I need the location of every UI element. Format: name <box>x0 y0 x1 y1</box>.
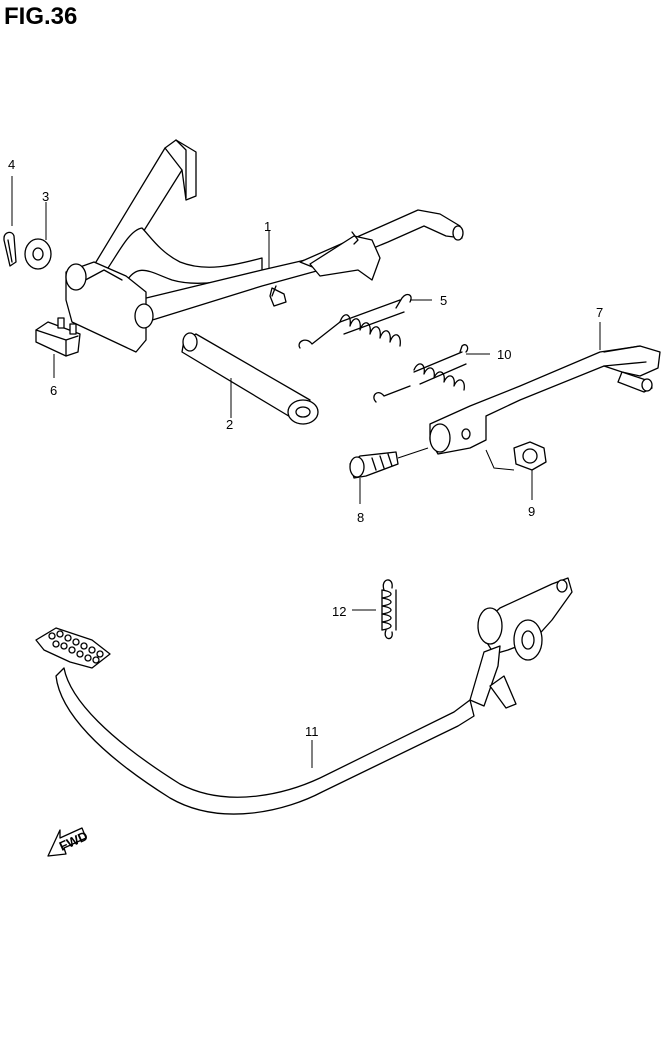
callout-2: 2 <box>226 417 233 432</box>
callout-labels: 1 2 3 4 5 6 7 8 9 10 11 12 <box>8 157 603 739</box>
callout-9: 9 <box>528 504 535 519</box>
part-nut <box>485 441 547 500</box>
callout-8: 8 <box>357 510 364 525</box>
part-pivot-shaft <box>181 332 319 425</box>
part-cotter-pin <box>3 176 17 267</box>
callout-10: 10 <box>497 347 511 362</box>
callout-3: 3 <box>42 189 49 204</box>
callout-11: 11 <box>305 724 319 739</box>
callout-7: 7 <box>596 305 603 320</box>
figure-title: FIG.36 <box>4 3 78 30</box>
part-spring-5 <box>298 293 432 349</box>
part-side-stand <box>429 322 661 455</box>
callout-4: 4 <box>8 157 15 172</box>
part-brake-pedal <box>35 577 573 815</box>
callout-6: 6 <box>50 383 57 398</box>
callout-12: 12 <box>332 604 346 619</box>
part-washer <box>24 202 52 270</box>
part-stopper <box>35 317 81 378</box>
part-center-stand <box>65 139 464 353</box>
part-spring-10 <box>373 344 490 403</box>
part-spring-12 <box>352 579 397 640</box>
tread-studs <box>48 630 104 664</box>
fwd-arrow-label: FWD <box>57 828 90 854</box>
fwd-arrow-icon: FWD <box>47 827 90 857</box>
callout-5: 5 <box>440 293 447 308</box>
callout-1: 1 <box>264 219 271 234</box>
part-bolt <box>349 447 429 504</box>
